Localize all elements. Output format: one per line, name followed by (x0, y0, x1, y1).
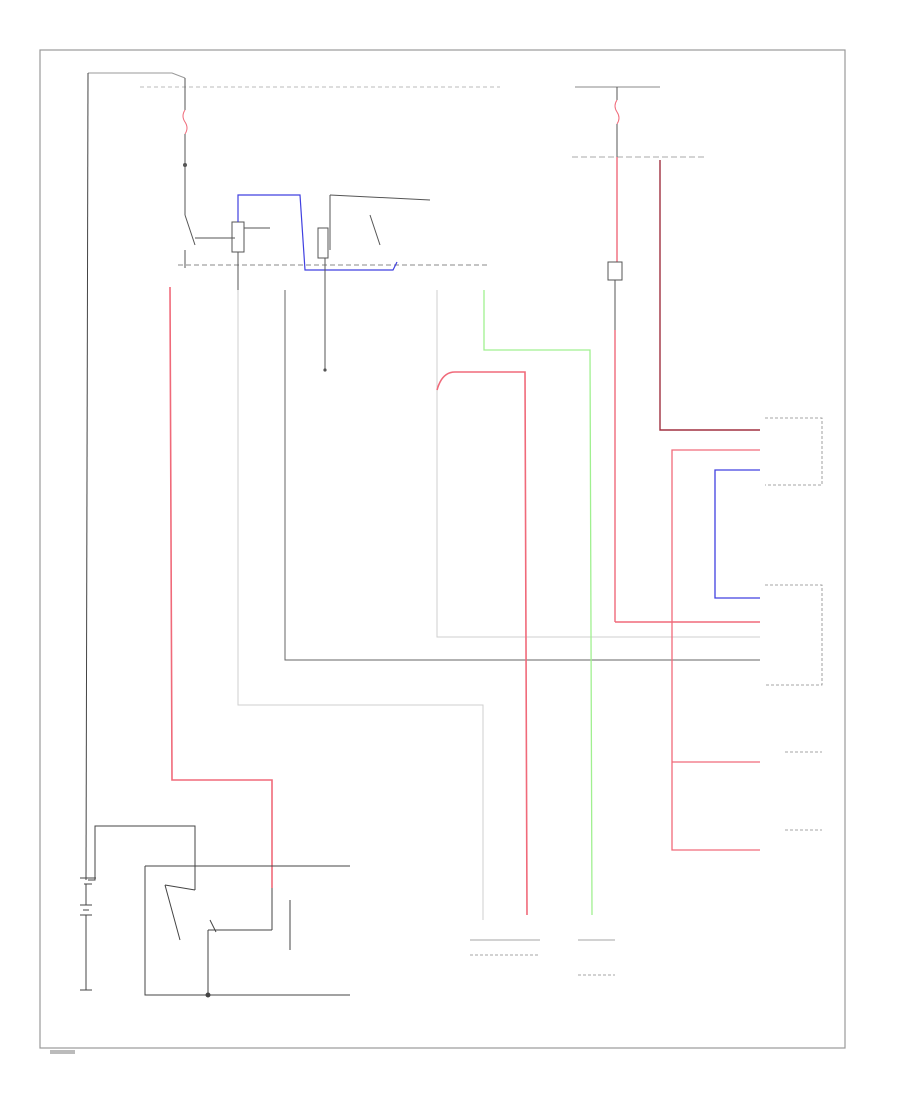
fuse-right-icon (607, 87, 760, 623)
tcm-connector (578, 939, 615, 976)
fuse-left-icon (182, 78, 196, 268)
starter-red-wire (169, 286, 273, 888)
battery-icon (80, 825, 196, 991)
bcm-pink-wire (671, 449, 760, 851)
starter-relay (178, 194, 490, 372)
footer-tag (50, 1050, 75, 1054)
ipdm-module (765, 584, 823, 686)
transmission-green-wire (483, 290, 593, 916)
power-feed-bus (88, 72, 705, 158)
diagram-frame (39, 49, 846, 1049)
battery-feed-wire (85, 72, 89, 881)
ecm-red-wire (436, 371, 528, 916)
body-control-module (765, 417, 823, 486)
bcm-blue-wire (714, 469, 760, 599)
relay-white-wires (237, 290, 760, 920)
starter-motor (144, 865, 350, 998)
ecm-connector (470, 939, 540, 956)
ignition-brown-wire (659, 160, 760, 431)
